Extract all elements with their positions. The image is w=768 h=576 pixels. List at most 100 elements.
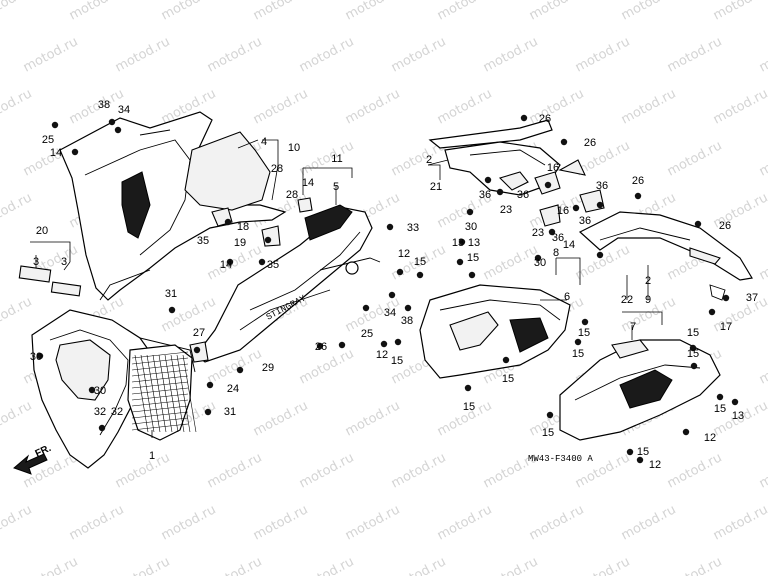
inner-panel-right-upper xyxy=(428,119,561,196)
bolt-icon xyxy=(206,381,214,389)
mesh-line xyxy=(131,381,189,389)
watermark-text: motod.ru xyxy=(665,554,725,576)
part-number-label: 38 xyxy=(401,315,413,327)
bolt-icon xyxy=(634,192,642,200)
bolt-icon xyxy=(534,254,542,262)
part-number-label: 14 xyxy=(563,239,575,251)
watermark-text: motod.ru xyxy=(159,502,219,543)
watermark-text: motod.ru xyxy=(573,554,633,576)
part-number-label: 21 xyxy=(430,181,442,193)
watermark-text: motod.ru xyxy=(527,86,587,127)
bolt-icon xyxy=(396,268,404,276)
watermark-text: motod.ru xyxy=(113,34,173,75)
watermark-text: motod.ru xyxy=(435,0,495,24)
part-number-label: 28 xyxy=(286,189,298,201)
part-number-label: 23 xyxy=(500,204,512,216)
bolt-icon xyxy=(236,366,244,374)
bolt-icon xyxy=(596,251,604,259)
part-number-label: 33 xyxy=(407,222,419,234)
watermark-text: motod.ru xyxy=(205,34,265,75)
mesh-line xyxy=(146,354,161,433)
diagram-code: MW43-F3400 A xyxy=(528,454,593,464)
mesh-line xyxy=(176,354,191,433)
mesh-line xyxy=(131,375,189,383)
bolt-icon xyxy=(388,291,396,299)
part-number-label: 35 xyxy=(197,235,209,247)
bolt-icon xyxy=(380,340,388,348)
part-number-label: 26 xyxy=(315,341,327,353)
bolt-icon xyxy=(226,258,234,266)
part-number-labels: 38 34 25 14 4 10 28 11 14 5 28 18 35 19 … xyxy=(30,99,758,471)
watermark-text: motod.ru xyxy=(619,0,679,24)
watermark-text: motod.ru xyxy=(0,0,35,24)
mesh-line xyxy=(170,354,185,433)
under-cowl-center xyxy=(419,284,571,379)
mesh-line xyxy=(131,417,189,425)
bolt-icon xyxy=(722,294,730,302)
part-number-label: 15 xyxy=(714,403,726,415)
mesh-line xyxy=(131,357,189,365)
part-number-label: 24 xyxy=(227,383,239,395)
part-number-label: 1 xyxy=(149,450,155,462)
part-number-label: 28 xyxy=(271,163,283,175)
watermark-text: motod.ru xyxy=(0,294,35,335)
watermark-text: motod.ru xyxy=(251,502,311,543)
part-number-label: 32 xyxy=(111,406,123,418)
watermark-text: motod.ru xyxy=(297,450,357,491)
bolt-icon xyxy=(689,344,697,352)
watermark-text: motod.ru xyxy=(0,190,35,231)
watermark-text: motod.ru xyxy=(159,0,219,24)
bolt-icon xyxy=(716,393,724,401)
watermark-text: motod.ru xyxy=(0,398,35,439)
bolt-icon xyxy=(204,408,212,416)
part-number-label: 15 xyxy=(542,427,554,439)
watermark-text: motod.ru xyxy=(481,242,541,283)
bolt-icon xyxy=(71,148,79,156)
bolt-icon xyxy=(560,138,568,146)
mesh-grille xyxy=(127,344,197,441)
bolt-icon xyxy=(694,220,702,228)
bolt-icon xyxy=(496,188,504,196)
watermark-text: motod.ru xyxy=(297,34,357,75)
watermark-text: motod.ru xyxy=(573,34,633,75)
watermark-text: motod.ru xyxy=(343,0,403,24)
part-number-label: 16 xyxy=(547,162,559,174)
part-number-label: 16 xyxy=(557,205,569,217)
part-number-label: 25 xyxy=(361,328,373,340)
mesh-line xyxy=(131,393,189,401)
mesh-line xyxy=(131,351,189,359)
part-number-label: 36 xyxy=(596,180,608,192)
watermark-text: motod.ru xyxy=(113,554,173,576)
watermark-text: motod.ru xyxy=(757,554,768,576)
part-number-label: 14 xyxy=(50,147,62,159)
watermark-text: motod.ru xyxy=(665,34,725,75)
watermark-text: motod.ru xyxy=(389,450,449,491)
part-number-label: 3 xyxy=(33,256,39,268)
bolt-icon xyxy=(258,258,266,266)
watermark-text: motod.ru xyxy=(619,86,679,127)
under-cowl-right xyxy=(559,339,721,441)
part-number-label: 15 xyxy=(463,401,475,413)
mesh-line xyxy=(152,354,167,433)
part-number-label: 13 xyxy=(732,410,744,422)
part-number-label: 6 xyxy=(564,291,570,303)
part-number-label: 15 xyxy=(467,252,479,264)
bolt-icon xyxy=(484,176,492,184)
bolt-icon xyxy=(394,338,402,346)
part-number-label: 14 xyxy=(220,259,232,271)
bolt-icon xyxy=(682,428,690,436)
part-number-label: 30 xyxy=(465,221,477,233)
watermark-text: motod.ru xyxy=(435,86,495,127)
bolt-icon xyxy=(98,424,106,432)
bolt-icon xyxy=(581,318,589,326)
part-number-label: 15 xyxy=(687,348,699,360)
part-number-label: 9 xyxy=(645,294,651,306)
mesh-line xyxy=(134,354,149,433)
side-cowl-center: STINGRAY xyxy=(195,204,381,363)
bolt-icon xyxy=(468,271,476,279)
bolt-icon xyxy=(708,308,716,316)
part-number-label: 35 xyxy=(267,259,279,271)
watermark-text: motod.ru xyxy=(251,86,311,127)
bolt-icon xyxy=(88,386,96,394)
watermark-text: motod.ru xyxy=(389,554,449,576)
